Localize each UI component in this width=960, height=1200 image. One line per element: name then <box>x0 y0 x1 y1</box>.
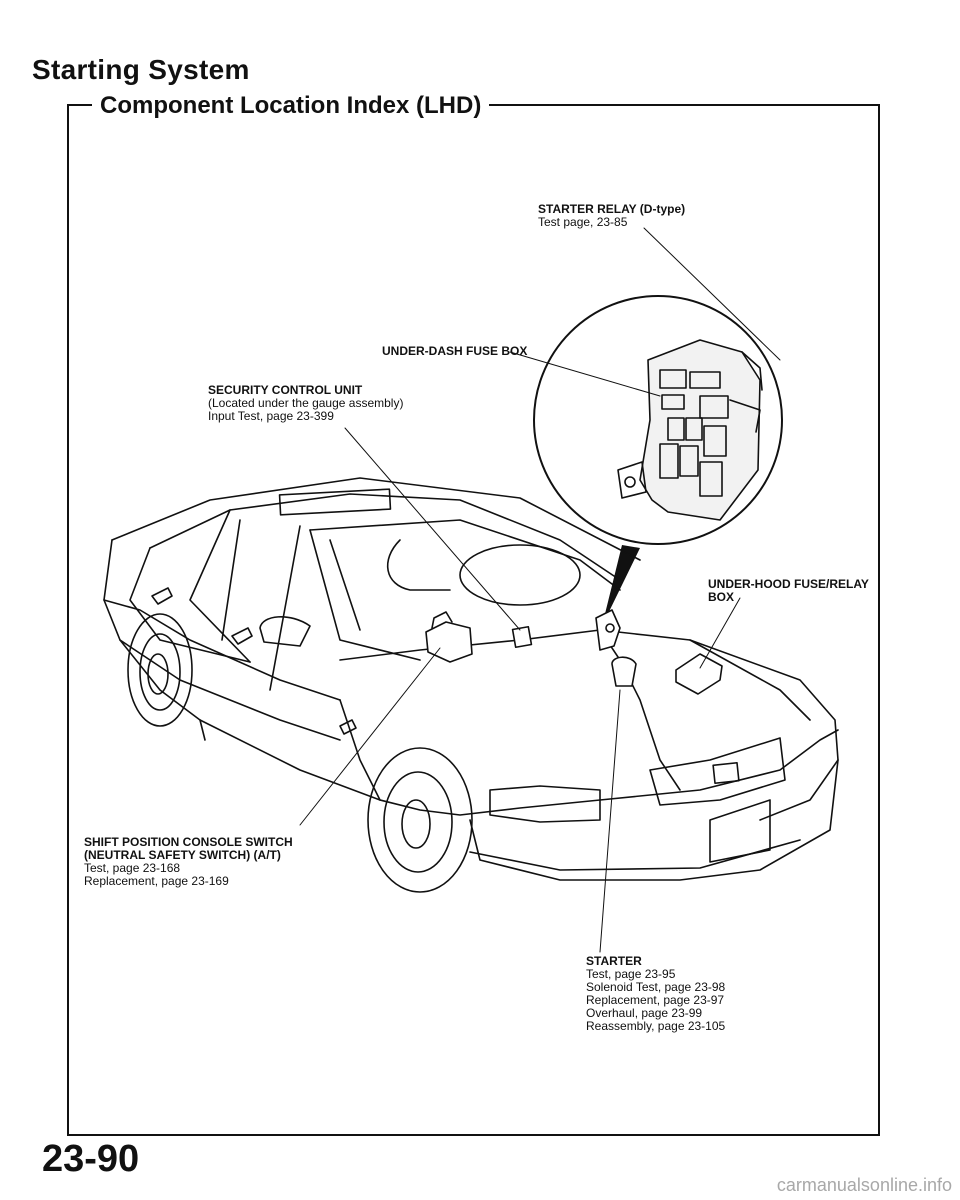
fuse-box-detail <box>617 339 763 521</box>
section-subtitle: Component Location Index (LHD) <box>92 92 490 120</box>
callout-starter-relay: STARTER RELAY (D-type) Test page, 23-85 <box>538 203 685 229</box>
under-hood-box-label: BOX <box>708 590 735 604</box>
starter-solenoid-test: Solenoid Test, page 23-98 <box>586 980 726 994</box>
shift-switch-test: Test, page 23-168 <box>84 861 181 875</box>
under-dash-fuse-box-label: UNDER-DASH FUSE BOX <box>382 344 528 358</box>
starter-relay-test: Test page, 23-85 <box>538 215 628 229</box>
starter-test: Test, page 23-95 <box>586 967 676 981</box>
security-control-unit-location: (Located under the gauge assembly) <box>208 396 404 410</box>
inset-pointer <box>602 545 640 626</box>
callout-security-control-unit: SECURITY CONTROL UNIT (Located under the… <box>208 384 403 423</box>
security-control-unit-label: SECURITY CONTROL UNIT <box>208 383 363 397</box>
page-title: Starting System <box>32 54 250 85</box>
callout-starter: STARTER Test, page 23-95 Solenoid Test, … <box>586 955 725 1033</box>
starter-replacement: Replacement, page 23-97 <box>586 993 725 1007</box>
callout-under-hood-fuse-relay-box: UNDER-HOOD FUSE/RELAY BOX <box>708 578 869 604</box>
starter-label: STARTER <box>586 954 642 968</box>
starter-relay-label: STARTER RELAY (D-type) <box>538 202 686 216</box>
leader-lines <box>299 227 781 953</box>
car-body <box>103 477 839 893</box>
component-markers <box>425 609 723 695</box>
page-number: 23-90 <box>42 1138 140 1180</box>
neutral-safety-switch-label: (NEUTRAL SAFETY SWITCH) (A/T) <box>84 848 281 862</box>
starter-overhaul: Overhaul, page 23-99 <box>586 1006 703 1020</box>
shift-position-switch-label: SHIFT POSITION CONSOLE SWITCH <box>84 835 293 849</box>
security-control-unit-test: Input Test, page 23-399 <box>208 409 334 423</box>
shift-switch-replacement: Replacement, page 23-169 <box>84 874 229 888</box>
starter-reassembly: Reassembly, page 23-105 <box>586 1019 726 1033</box>
callout-under-dash-fuse-box: UNDER-DASH FUSE BOX <box>382 345 527 358</box>
under-hood-fuse-relay-label: UNDER-HOOD FUSE/RELAY <box>708 577 869 591</box>
callout-shift-position-switch: SHIFT POSITION CONSOLE SWITCH (NEUTRAL S… <box>84 836 293 888</box>
watermark: carmanualsonline.info <box>776 1175 952 1195</box>
